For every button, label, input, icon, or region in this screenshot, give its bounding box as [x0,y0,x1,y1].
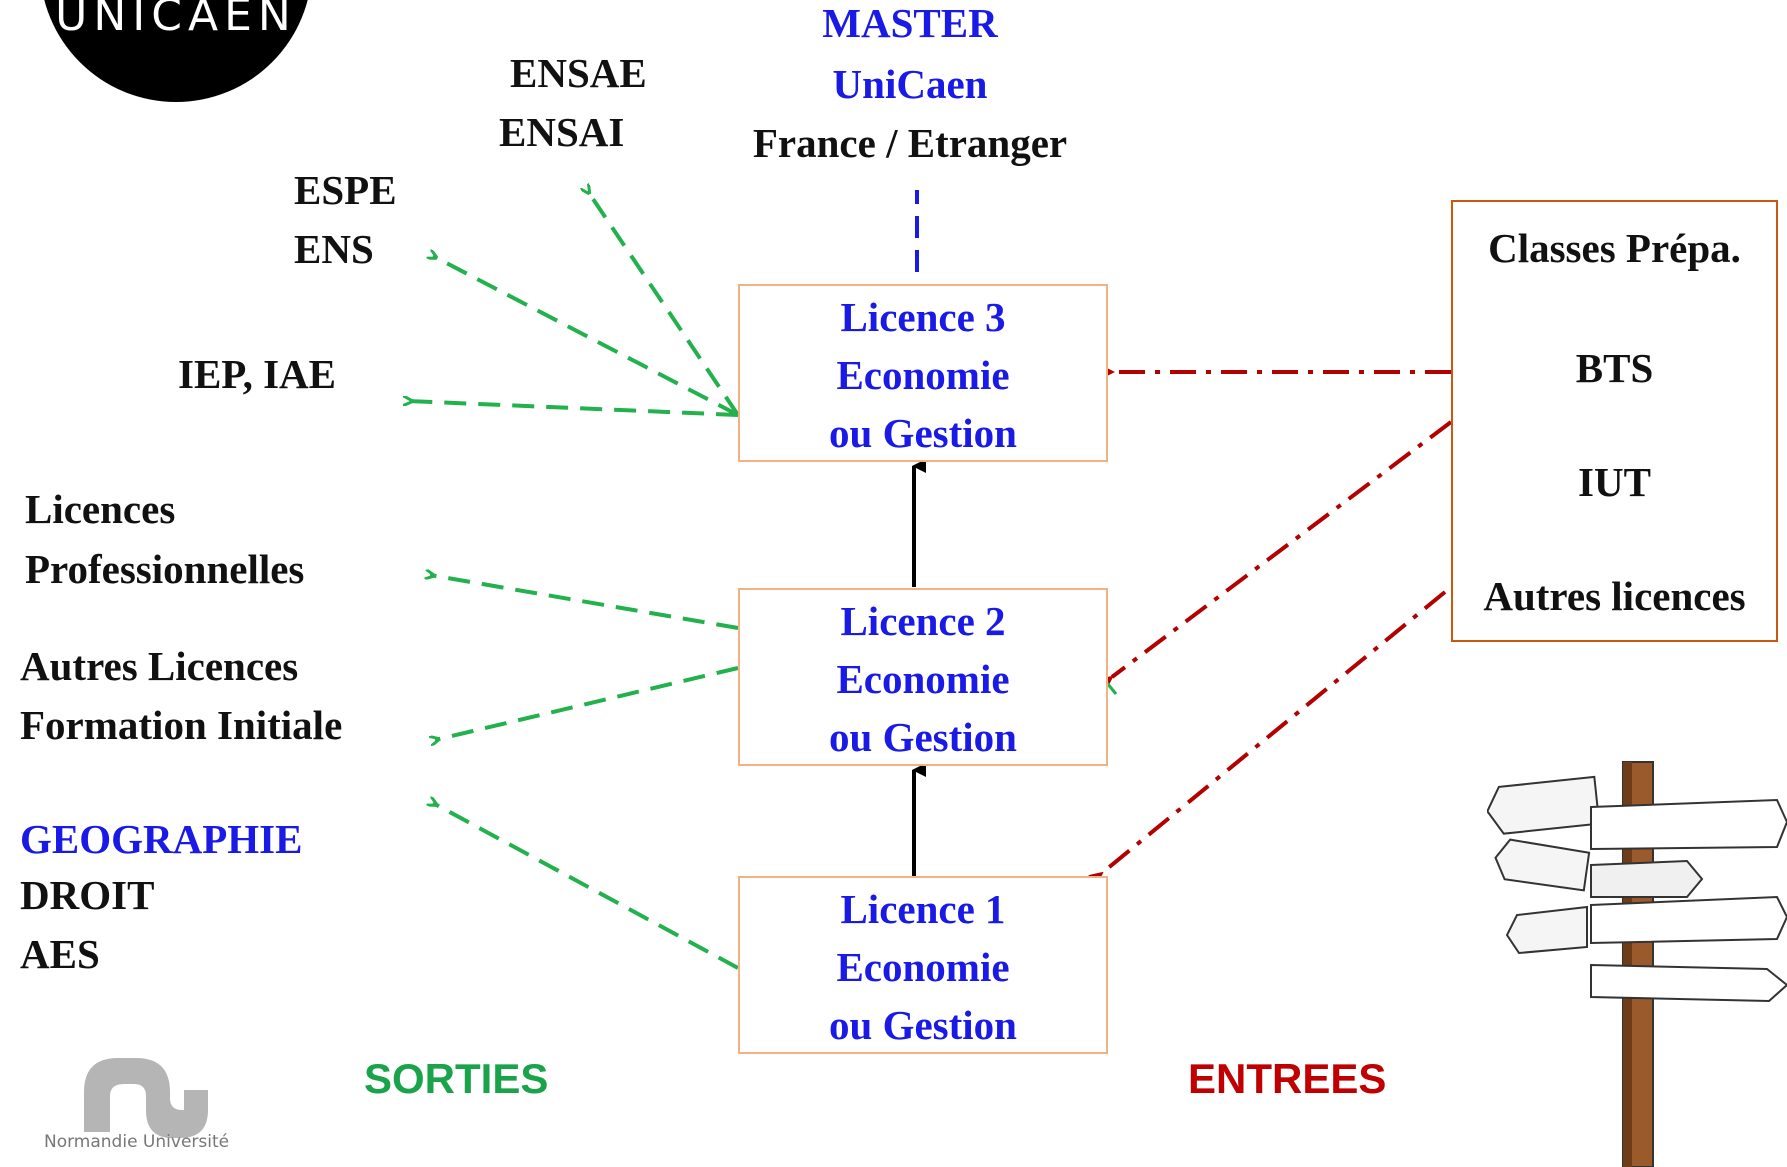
entry-classes-prepa: Classes Prépa. [1488,225,1741,271]
master-location: France / Etranger [752,120,1068,166]
licence-3-box: Licence 3 Economie ou Gestion [738,284,1108,462]
output-iep-iae: IEP, IAE [178,351,336,397]
entrees-label: ENTREES [1188,1055,1387,1102]
arrow-l3-to-ensae [587,190,740,417]
licence-2-box: Licence 2 Economie ou Gestion [738,588,1108,766]
licence-2-option: ou Gestion [829,714,1017,760]
entry-bts: BTS [1575,345,1654,391]
normandie-universite-text: Normandie Université [44,1132,230,1152]
unicaen-logo-text: UNICAEN [55,0,297,41]
licence-3-title: Licence 3 [840,294,1006,340]
output-ensai: ENSAI [499,109,625,155]
entries-box: Classes Prépa. BTS IUT Autres licences [1451,200,1778,642]
signpost-illustration [1487,761,1787,1167]
output-aes: AES [20,931,100,977]
output-autres-licences-line2: Formation Initiale [20,702,343,748]
master-title: MASTER [822,0,998,46]
arrow-l3-to-iep [408,401,739,417]
output-espe: ESPE [294,167,397,213]
output-licences-pro-line1: Licences [25,486,176,532]
licence-1-title: Licence 1 [840,886,1006,932]
licence-1-subject: Economie [836,944,1010,990]
licence-1-box: Licence 1 Economie ou Gestion [738,876,1108,1054]
output-autres-licences-line1: Autres Licences [20,643,299,689]
output-ens: ENS [294,226,374,272]
arrow-l2-to-autres [435,666,739,740]
output-ensae: ENSAE [510,50,647,96]
licence-3-option: ou Gestion [829,410,1017,456]
output-droit: DROIT [20,872,155,918]
arrow-entry-l2-tick [1105,682,1118,695]
sorties-label: SORTIES [364,1055,549,1102]
entry-iut: IUT [1578,459,1651,505]
arrow-l1-to-geo [433,803,739,970]
master-subtitle: UniCaen [832,61,988,107]
output-geographie: GEOGRAPHIE [20,816,303,862]
arrow-l2-to-licpro [430,575,739,630]
licence-2-title: Licence 2 [840,598,1006,644]
licence-2-subject: Economie [836,656,1010,702]
arrow-entry-to-l2 [1098,420,1453,690]
entry-autres-licences: Autres licences [1483,573,1746,619]
arrow-entry-to-l1 [1088,590,1447,887]
arrow-l3-to-espe [433,256,739,417]
licence-3-subject: Economie [836,352,1010,398]
licence-1-option: ou Gestion [829,1002,1017,1048]
output-licences-pro-line2: Professionnelles [25,546,305,592]
normandie-universite-logo [84,1058,208,1138]
